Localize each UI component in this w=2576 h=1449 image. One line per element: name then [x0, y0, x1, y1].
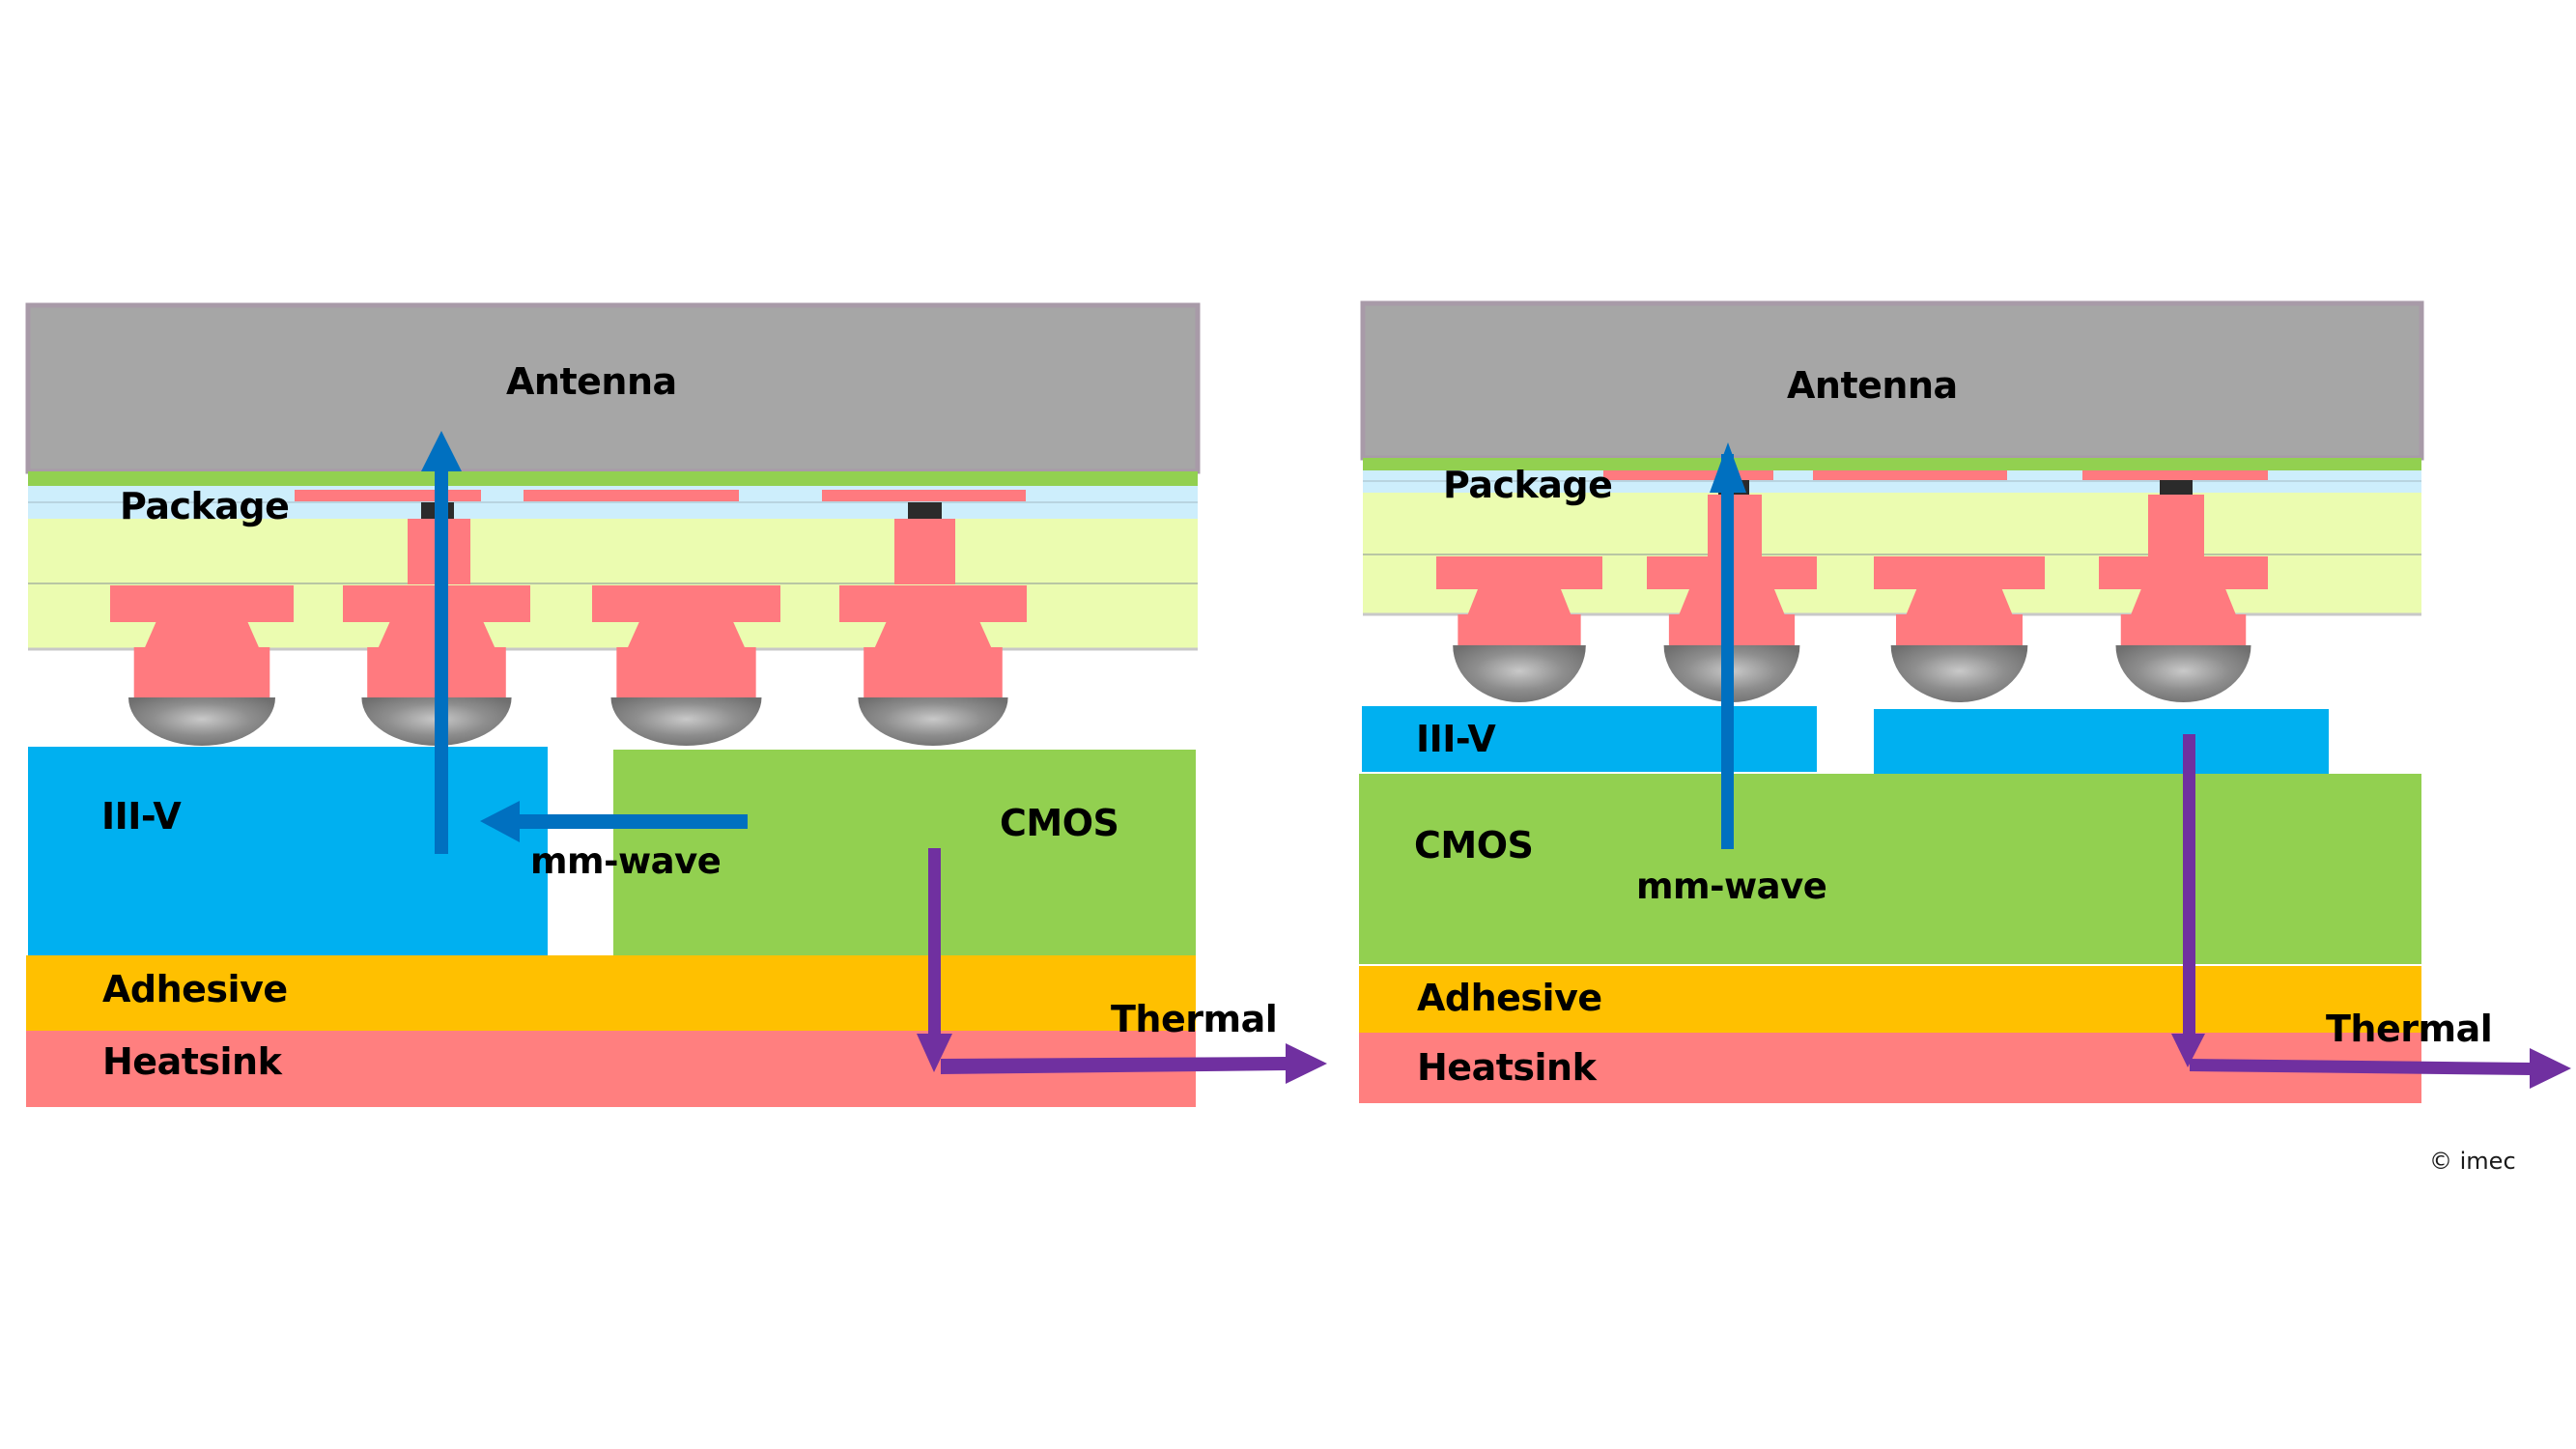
- thermal-arrow-head-down: [917, 1034, 952, 1072]
- iii-v-label: III-V: [1416, 718, 1496, 760]
- thermal-label: Thermal: [1111, 998, 1277, 1040]
- thermal-arrow-head-right: [2530, 1048, 2571, 1089]
- heatsink-label: Heatsink: [102, 1040, 283, 1083]
- copyright-credit: © imec: [2429, 1148, 2516, 1175]
- rdl-strip: [2082, 470, 2268, 480]
- bump-pad: [839, 585, 1027, 622]
- left-diagram: Antenna Package III-V CMOS mm-wave Adhes…: [25, 302, 1327, 1107]
- via-contact: [2160, 480, 2193, 495]
- rdl-strip: [524, 490, 739, 501]
- bump-ubm: [863, 647, 1003, 697]
- solder-ball: [128, 697, 275, 746]
- antenna-label: Antenna: [1787, 364, 1958, 407]
- adhesive-label: Adhesive: [102, 968, 288, 1010]
- thermal-arrow-vertical: [928, 848, 941, 1041]
- package-upper-layer: [1363, 493, 2421, 554]
- bump-pad: [592, 585, 780, 622]
- via-neck: [894, 519, 955, 584]
- antenna-label: Antenna: [506, 360, 677, 403]
- solder-ball: [2115, 645, 2251, 702]
- mmwave-arrow-vertical: [1721, 454, 1734, 849]
- thermal-arrow-head-down: [2171, 1034, 2205, 1067]
- bump-neck: [1467, 589, 1571, 614]
- mmwave-arrow-head-up: [421, 431, 462, 471]
- rdl-strip: [822, 490, 1026, 501]
- bump-ubm: [1896, 614, 2023, 645]
- package-label: Package: [120, 485, 289, 527]
- via-neck: [1708, 495, 1762, 556]
- antenna-layer: [25, 302, 1201, 474]
- right-diagram: Antenna Package III-V CMOS mm-wave Adhes…: [1359, 300, 2571, 1103]
- iii-v-chip: [28, 747, 548, 955]
- cmos-label: CMOS: [1000, 802, 1118, 844]
- bump-ubm: [1458, 614, 1581, 645]
- heatsink-label: Heatsink: [1417, 1046, 1598, 1089]
- green-layer: [1363, 458, 2421, 470]
- bump-neck: [145, 622, 259, 647]
- mmwave-arrow-head-up: [1710, 442, 1746, 493]
- mmwave-arrow-head-left: [480, 801, 520, 842]
- iii-v-label: III-V: [101, 795, 182, 838]
- bump-neck: [1906, 589, 2013, 614]
- via-neck: [2148, 495, 2204, 556]
- iii-v-chip: [1362, 706, 1817, 772]
- bump-neck: [874, 622, 992, 647]
- adhesive-label: Adhesive: [1417, 977, 1602, 1019]
- package-label: Package: [1443, 464, 1612, 506]
- rdl-strip: [1603, 470, 1773, 480]
- bump-neck: [2131, 589, 2236, 614]
- green-layer: [28, 471, 1198, 486]
- thermal-arrow-head-right: [1286, 1043, 1327, 1084]
- cmos-chip: [1359, 774, 2421, 964]
- rdl-strip: [1813, 470, 2007, 480]
- antenna-layer: [1360, 300, 2424, 461]
- thermal-label: Thermal: [2326, 1008, 2492, 1050]
- bump-neck: [628, 622, 745, 647]
- package-upper-layer: [28, 519, 1198, 583]
- solder-ball: [1453, 645, 1586, 703]
- bump-ubm: [2120, 614, 2247, 645]
- mmwave-arrow-horizontal: [518, 814, 748, 829]
- adhesive-layer: [1359, 966, 2421, 1033]
- thermal-arrow-horizontal: [2190, 1059, 2532, 1075]
- cmos-chip: [613, 750, 1196, 955]
- bump-pad: [110, 585, 294, 622]
- bump-pad: [1874, 556, 2045, 589]
- solder-ball: [1890, 645, 2028, 703]
- mmwave-label: mm-wave: [1636, 866, 1826, 907]
- via-contact: [908, 502, 942, 519]
- rdl-strip: [295, 490, 481, 501]
- bump-pad: [1436, 556, 1602, 589]
- mmwave-label: mm-wave: [530, 840, 721, 882]
- cmos-label: CMOS: [1414, 824, 1533, 867]
- solder-ball: [858, 697, 1008, 746]
- thermal-arrow-horizontal: [941, 1057, 1288, 1074]
- iii-v-chip-secondary: [1874, 709, 2329, 774]
- bump-ubm: [133, 647, 270, 697]
- solder-ball: [610, 697, 762, 746]
- thermal-arrow-vertical: [2183, 734, 2195, 1034]
- bump-ubm: [616, 647, 756, 697]
- bump-pad: [2099, 556, 2268, 589]
- adhesive-layer: [26, 955, 1196, 1031]
- mmwave-arrow-vertical: [435, 469, 448, 854]
